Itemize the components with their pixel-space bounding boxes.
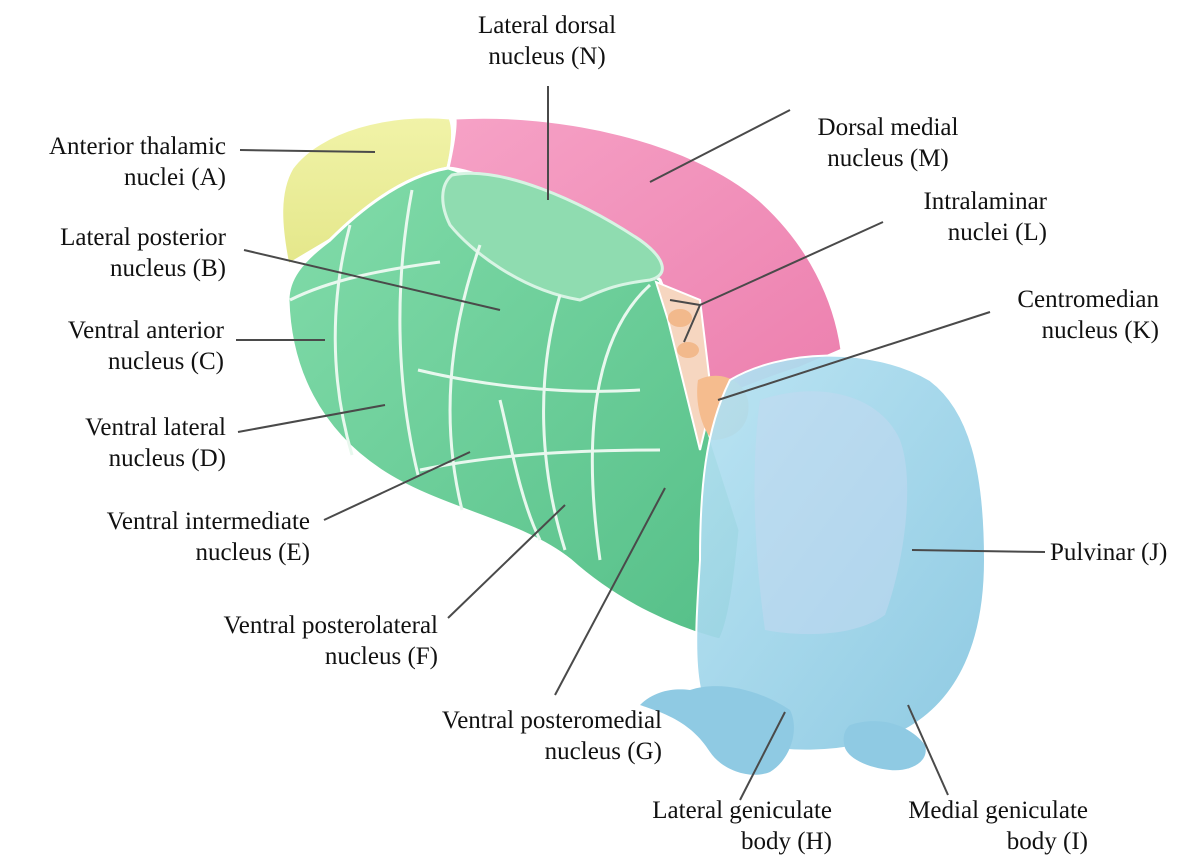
label-C-line2: nucleus (C): [18, 346, 224, 377]
label-B-line2: nucleus (B): [14, 253, 226, 284]
label-ventral-anterior-nucleus: Ventral anterior nucleus (C): [18, 315, 224, 377]
label-intralaminar-nuclei: Intralaminar nuclei (L): [880, 186, 1047, 248]
label-D-line1: Ventral lateral: [30, 412, 226, 443]
label-lateral-posterior-nucleus: Lateral posterior nucleus (B): [14, 222, 226, 284]
label-L-line2: nuclei (L): [880, 217, 1047, 248]
label-lateral-geniculate-body: Lateral geniculate body (H): [600, 795, 832, 857]
label-G-line1: Ventral posteromedial: [380, 705, 662, 736]
label-ventral-lateral-nucleus: Ventral lateral nucleus (D): [30, 412, 226, 474]
label-D-line2: nucleus (D): [30, 443, 226, 474]
label-lateral-dorsal-nucleus: Lateral dorsal nucleus (N): [452, 10, 642, 72]
label-N-line1: Lateral dorsal: [452, 10, 642, 41]
pulvinar-inner-shade: [755, 391, 908, 634]
label-K-line1: Centromedian: [980, 284, 1159, 315]
label-K-line2: nucleus (K): [980, 315, 1159, 346]
label-A-line2: nuclei (A): [8, 162, 226, 193]
medial-geniculate-body: [844, 721, 926, 770]
intralaminar-spot-2: [677, 342, 699, 358]
label-B-line1: Lateral posterior: [14, 222, 226, 253]
label-L-line1: Intralaminar: [880, 186, 1047, 217]
label-H-line2: body (H): [600, 826, 832, 857]
label-H-line1: Lateral geniculate: [600, 795, 832, 826]
label-E-line2: nucleus (E): [50, 537, 310, 568]
label-centromedian-nucleus: Centromedian nucleus (K): [980, 284, 1159, 346]
label-ventral-intermediate-nucleus: Ventral intermediate nucleus (E): [50, 506, 310, 568]
label-A-line1: Anterior thalamic: [8, 131, 226, 162]
label-F-line2: nucleus (F): [150, 641, 438, 672]
label-ventral-posterolateral-nucleus: Ventral posterolateral nucleus (F): [150, 610, 438, 672]
label-F-line1: Ventral posterolateral: [150, 610, 438, 641]
label-I-line1: Medial geniculate: [860, 795, 1088, 826]
label-dorsal-medial-nucleus: Dorsal medial nucleus (M): [788, 112, 988, 174]
label-E-line1: Ventral intermediate: [50, 506, 310, 537]
label-C-line1: Ventral anterior: [18, 315, 224, 346]
label-N-line2: nucleus (N): [452, 41, 642, 72]
label-J-line1: Pulvinar (J): [1050, 537, 1190, 568]
label-G-line2: nucleus (G): [380, 736, 662, 767]
label-M-line2: nucleus (M): [788, 143, 988, 174]
intralaminar-spot-1: [668, 309, 692, 327]
label-ventral-posteromedial-nucleus: Ventral posteromedial nucleus (G): [380, 705, 662, 767]
label-pulvinar: Pulvinar (J): [1050, 537, 1190, 568]
label-I-line2: body (I): [860, 826, 1088, 857]
label-M-line1: Dorsal medial: [788, 112, 988, 143]
label-medial-geniculate-body: Medial geniculate body (I): [860, 795, 1088, 857]
lateral-geniculate-body: [640, 686, 794, 775]
label-anterior-thalamic-nuclei: Anterior thalamic nuclei (A): [8, 131, 226, 193]
